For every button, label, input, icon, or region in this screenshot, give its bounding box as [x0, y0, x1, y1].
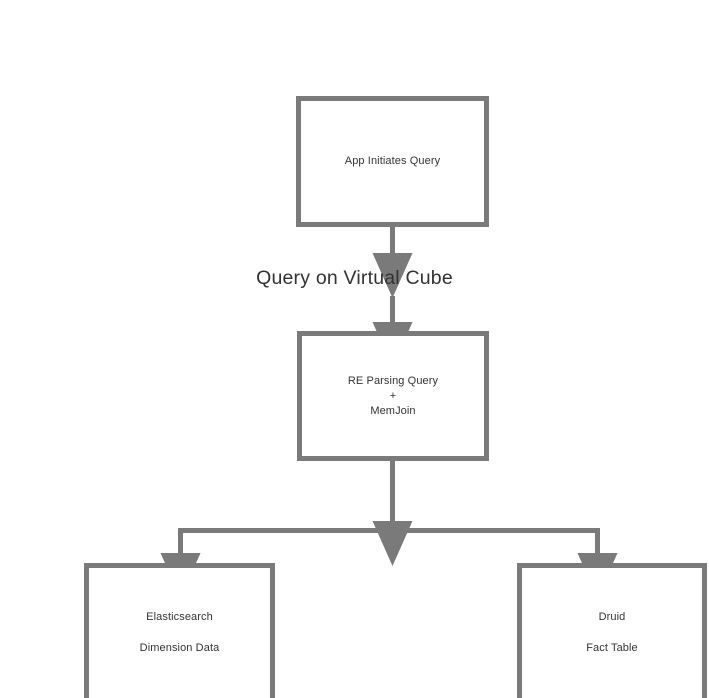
node-parse-line-1: RE Parsing Query	[347, 374, 439, 387]
node-parse-line-2: +	[389, 389, 397, 402]
node-druid: Druid Fact Table	[517, 563, 707, 698]
node-elasticsearch-line-1: Elasticsearch	[146, 611, 213, 623]
node-elasticsearch-line-2: Dimension Data	[139, 642, 220, 654]
edge-label-query-on-virtual-cube: Query on Virtual Cube	[256, 267, 453, 289]
node-elasticsearch: Elasticsearch Dimension Data	[84, 563, 275, 698]
node-parse-line-3: MemJoin	[370, 404, 416, 417]
node-app-line-1: App Initiates Query	[344, 155, 441, 167]
node-druid-line-1: Druid	[598, 611, 626, 623]
node-druid-line-2: Fact Table	[586, 642, 638, 654]
node-app-initiates-query: App Initiates Query	[296, 96, 489, 227]
node-re-parsing-query: RE Parsing Query + MemJoin	[297, 331, 489, 461]
